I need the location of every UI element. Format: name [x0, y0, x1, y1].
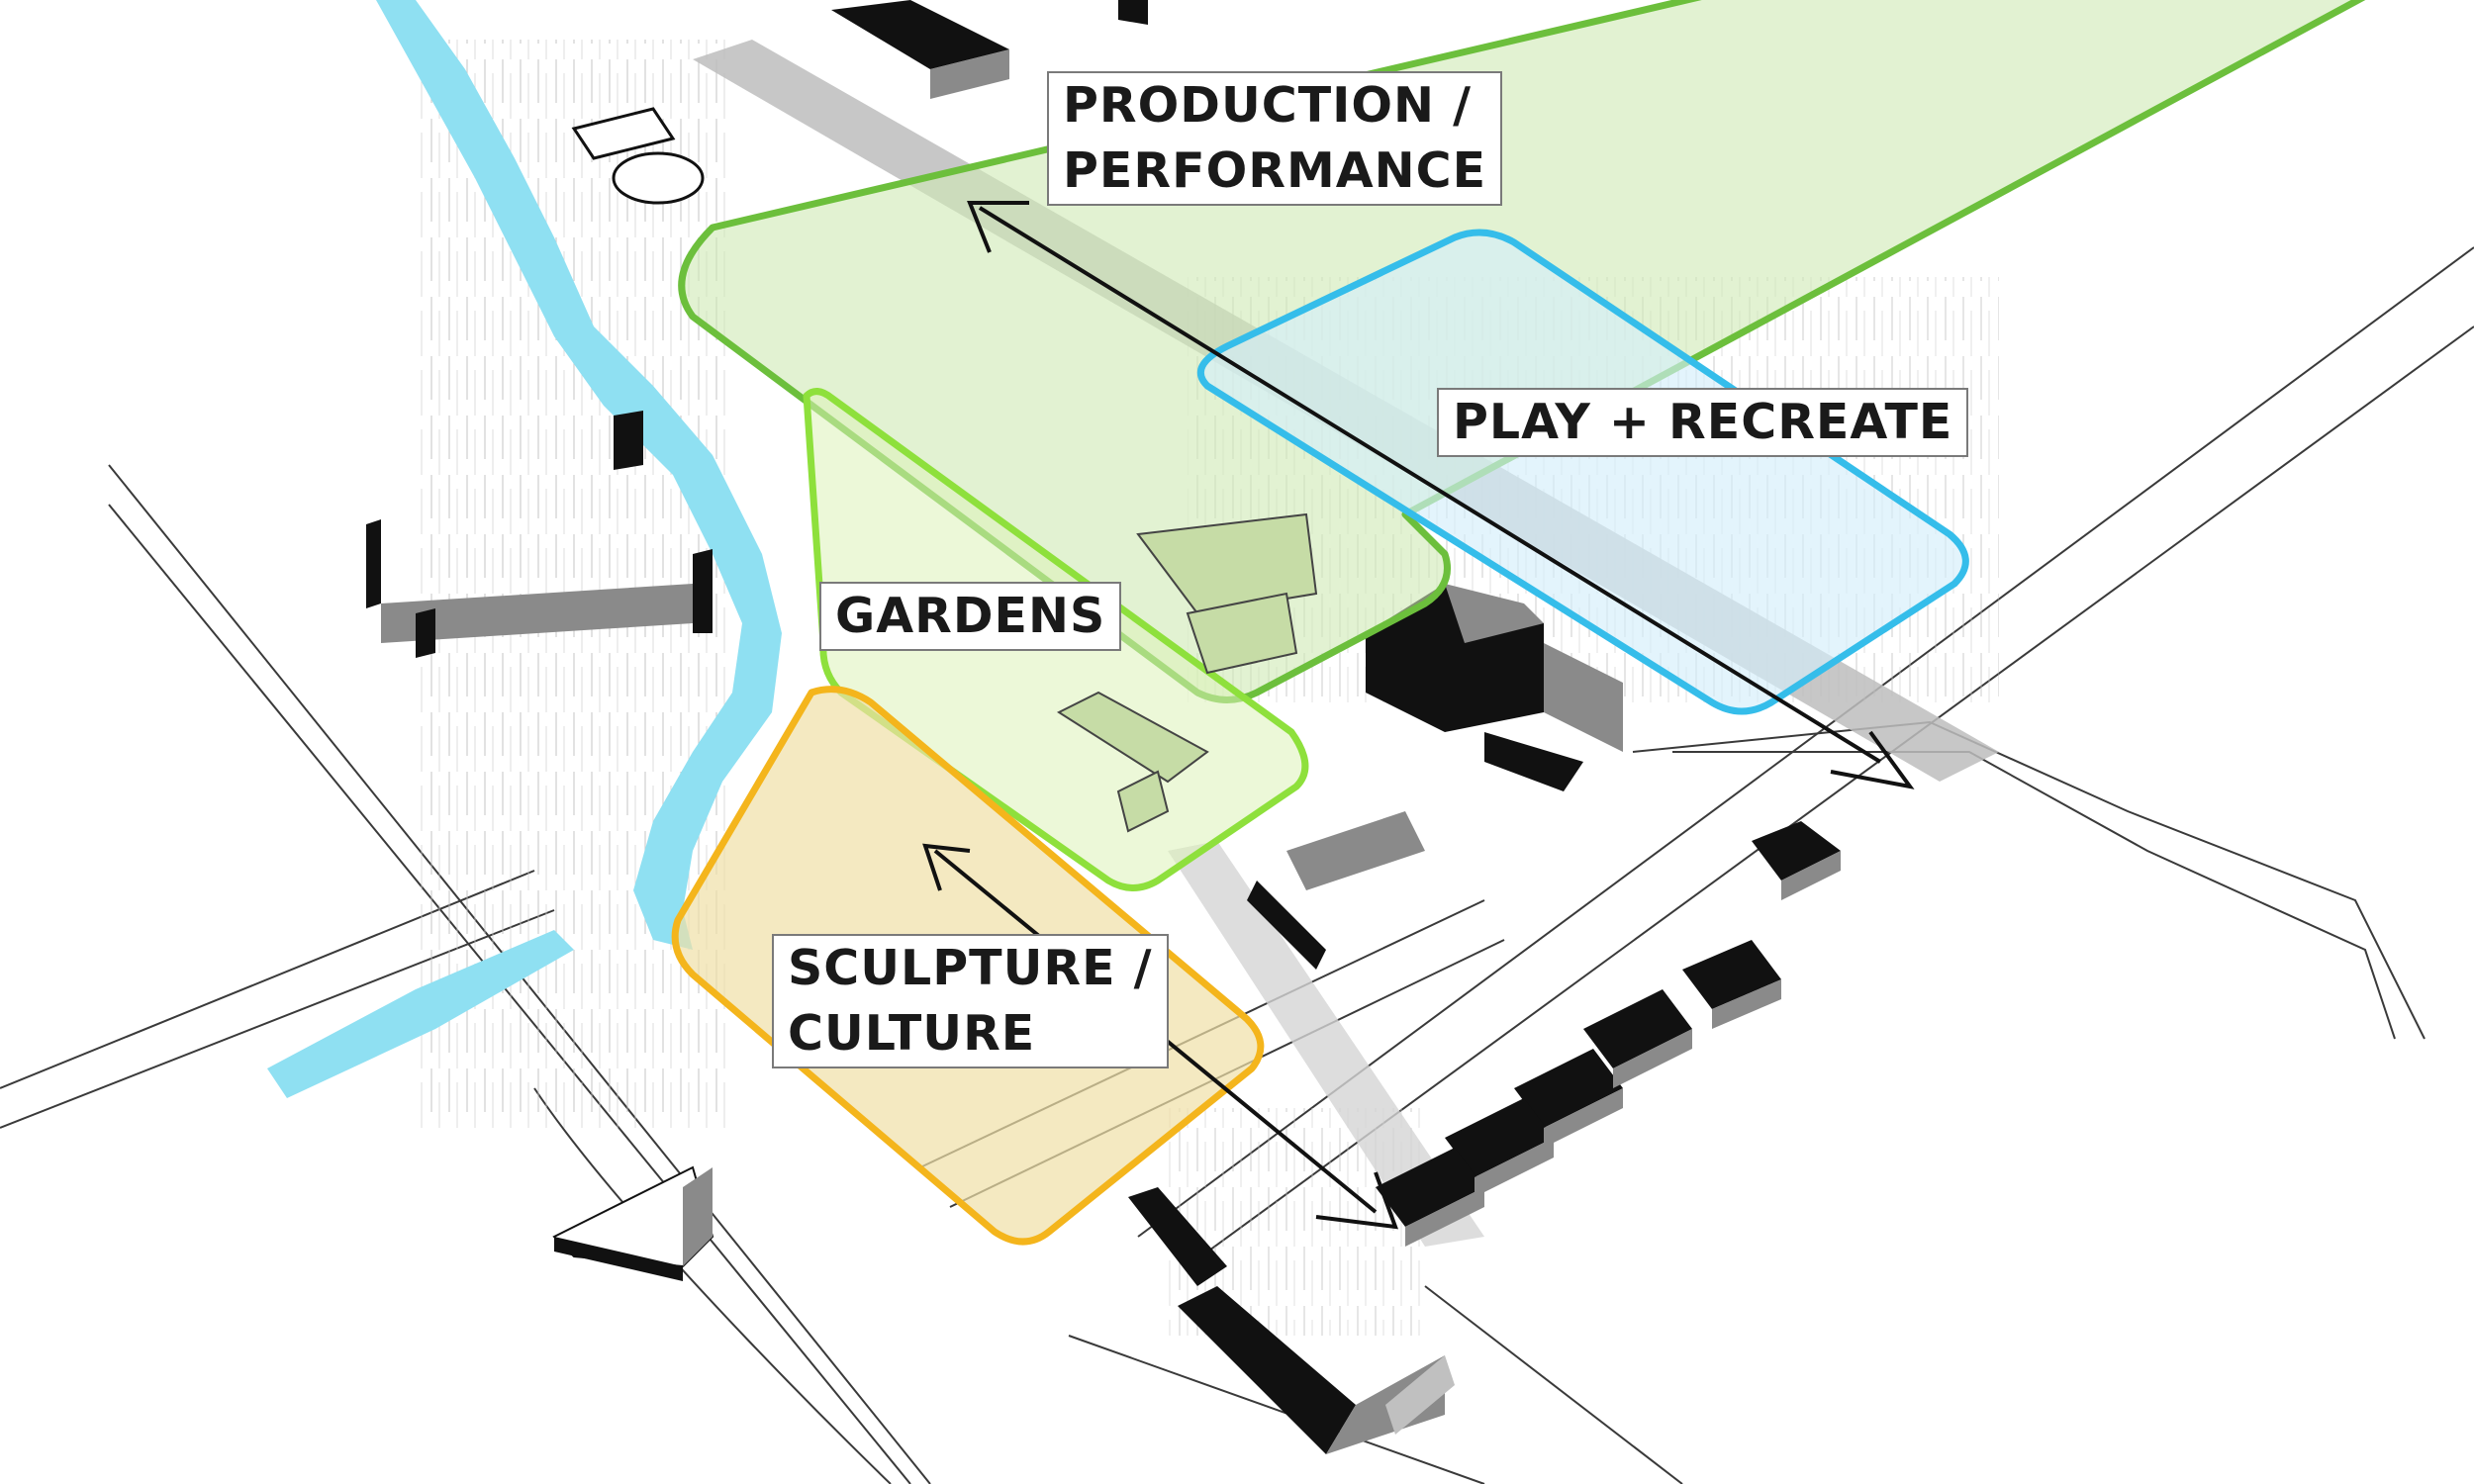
production-zone-label: PRODUCTION / PERFORMANCE [1047, 71, 1503, 206]
river-branch [267, 930, 574, 1098]
play-zone-label: PLAY + RECREATE [1437, 388, 1969, 457]
greenhouse-structures [1056, 512, 1318, 833]
production-label-line-2: PERFORMANCE [1063, 142, 1487, 199]
gardens-label-line-1: GARDENS [835, 588, 1106, 644]
river [376, 0, 782, 950]
play-label-line-1: PLAY + RECREATE [1453, 394, 1953, 450]
southern-path [1168, 841, 1484, 1247]
buildings [366, 0, 1841, 1454]
gardens-zone-label: GARDENS [819, 582, 1122, 651]
production-label-line-1: PRODUCTION / [1063, 77, 1472, 134]
long-arrow-icon [967, 201, 1915, 789]
sculpture-label-line-1: SCULPTURE / [788, 940, 1153, 996]
sculpture-label-line-2: CULTURE [788, 1005, 1036, 1062]
sculpture-zone-label: SCULPTURE / CULTURE [772, 934, 1169, 1068]
play-zone [1196, 229, 1969, 715]
